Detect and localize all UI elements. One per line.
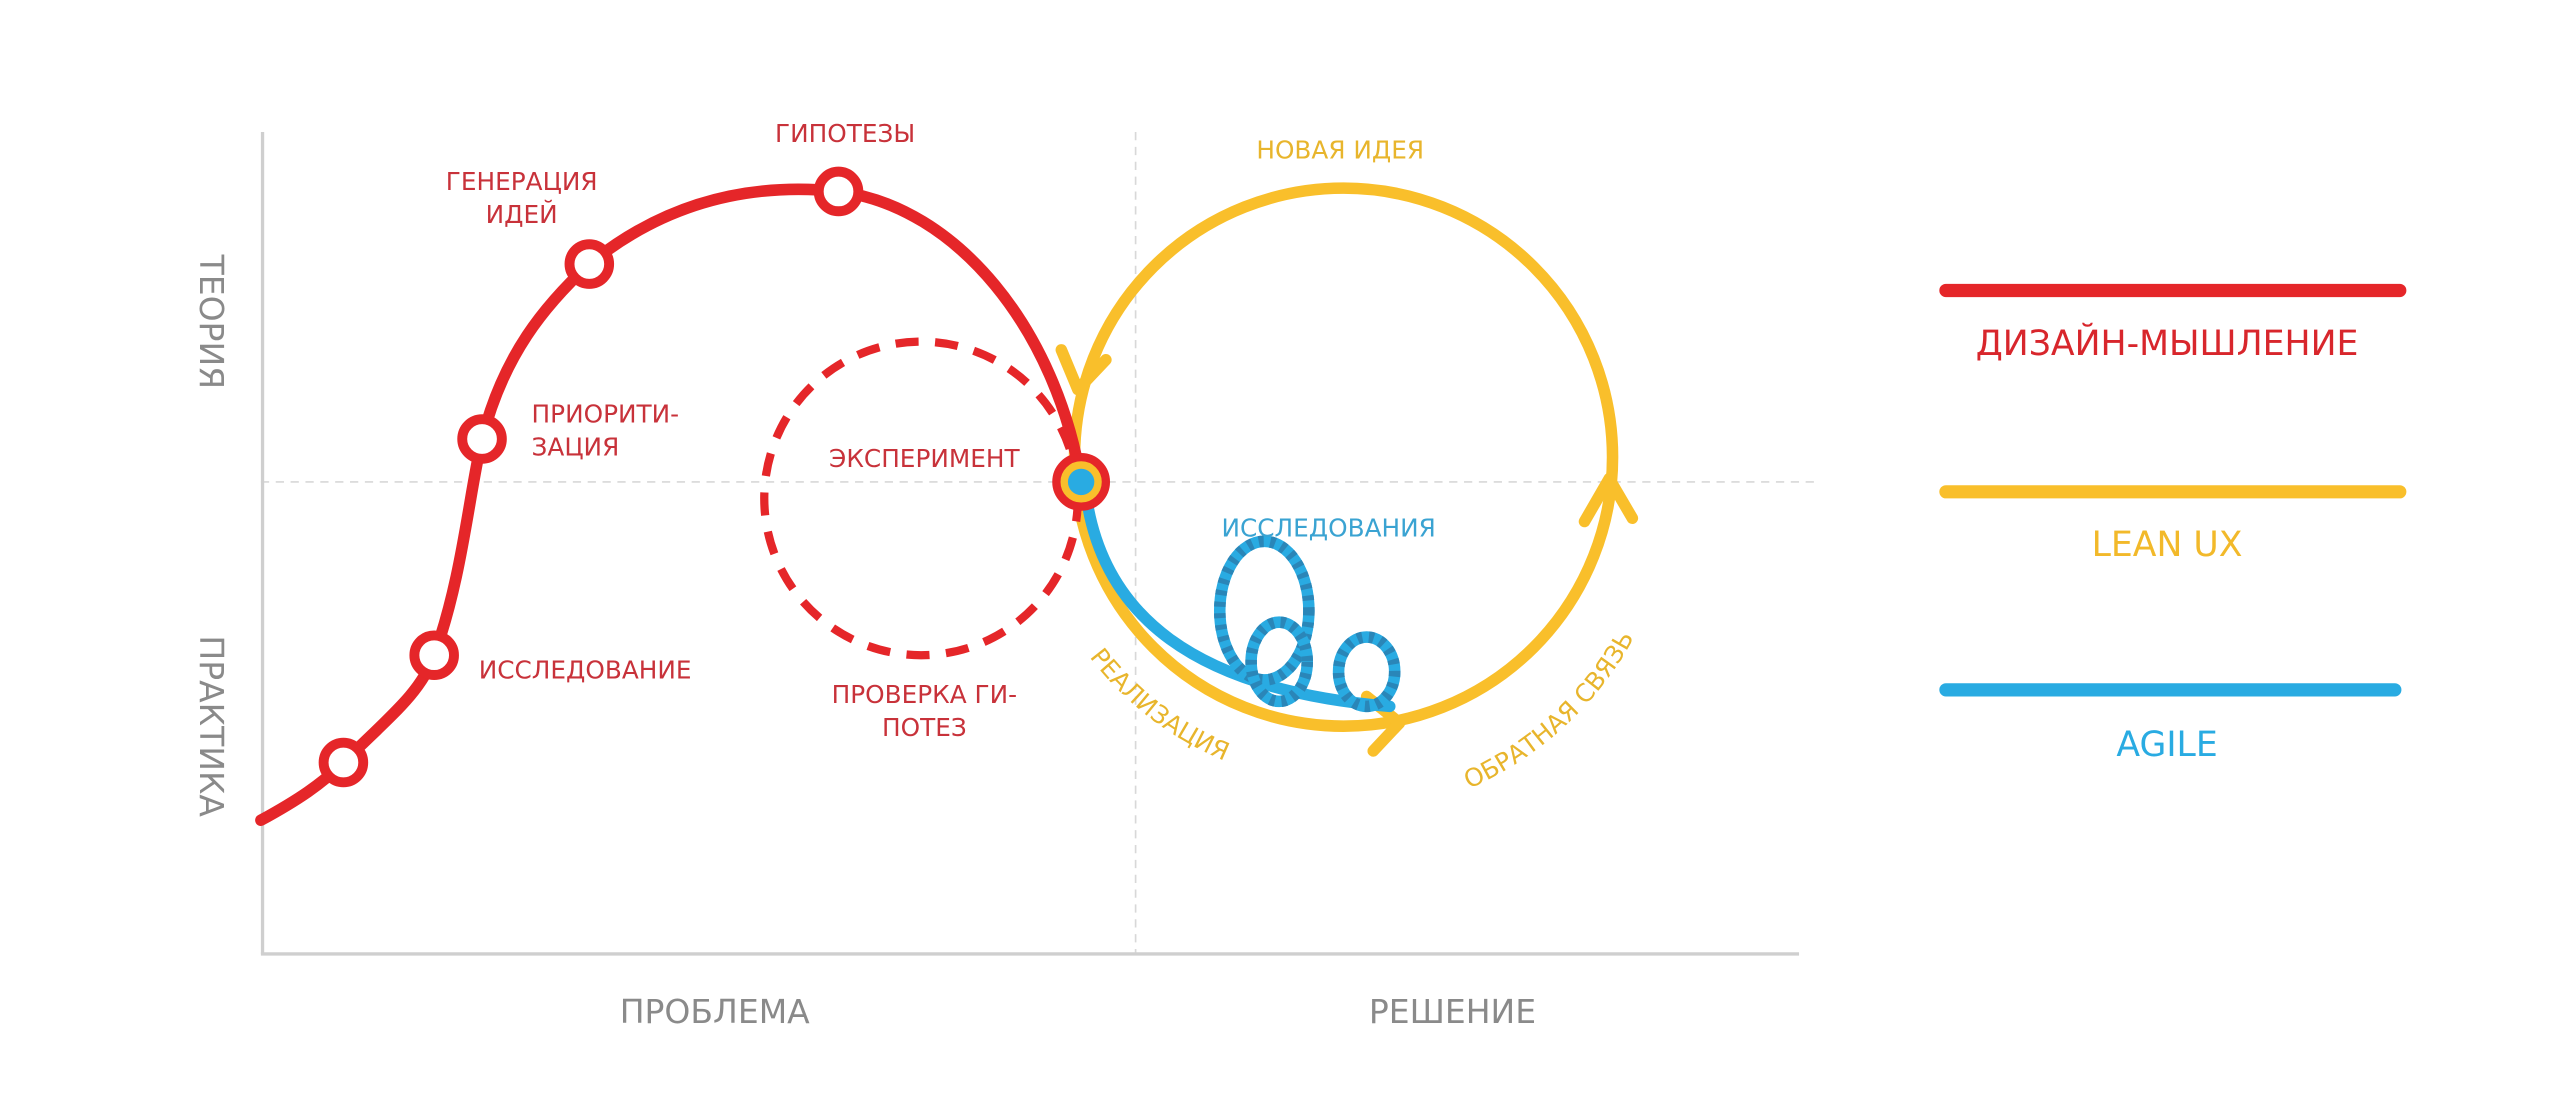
legend-label-agile: AGILE <box>2116 725 2217 765</box>
label-feedback: ОБРАТНАЯ СВЯЗЬ <box>1459 626 1639 795</box>
agile-research-loops <box>1213 535 1401 713</box>
x-axis-label-problem: ПРОБЛЕМА <box>620 992 810 1031</box>
label-prioritization-1: ПРИОРИТИ- <box>532 399 680 428</box>
arrow-down-icon <box>1055 344 1112 396</box>
label-ideation-2: ИДЕЙ <box>486 200 558 229</box>
label-testing-1: ПРОВЕРКА ГИ- <box>832 680 1017 709</box>
label-experiment: ЭКСПЕРИМЕНТ <box>829 444 1020 473</box>
label-testing-2: ПОТЕЗ <box>882 713 967 742</box>
legend: ДИЗАЙН-МЫШЛЕНИЕ LEAN UX AGILE <box>1939 283 2407 765</box>
label-ideation-1: ГЕНЕРАЦИЯ <box>446 167 598 196</box>
intersection-node <box>1052 453 1111 511</box>
node-start <box>318 737 369 788</box>
y-axis-label-practice: ПРАКТИКА <box>192 635 231 817</box>
label-feedback-path: ОБРАТНАЯ СВЯЗЬ <box>1459 626 1639 795</box>
x-axis-label-solution: РЕШЕНИЕ <box>1369 992 1536 1031</box>
label-agile-research: ИССЛЕДОВАНИЯ <box>1221 513 1435 542</box>
design-thinking-curve <box>255 183 1087 827</box>
node-hypotheses <box>813 166 864 217</box>
agile-path <box>1080 489 1396 713</box>
label-prioritization-2: ЗАЦИЯ <box>532 433 620 462</box>
node-prioritization <box>457 414 507 464</box>
design-thinking-nodes <box>318 166 864 788</box>
y-axis-label-theory: ТЕОРИЯ <box>192 254 231 390</box>
node-ideation <box>564 239 615 289</box>
node-research <box>409 630 459 680</box>
legend-label-design-thinking: ДИЗАЙН-МЫШЛЕНИЕ <box>1976 322 2359 364</box>
label-hypotheses: ГИПОТЕЗЫ <box>775 119 915 148</box>
arrow-up-icon <box>1578 472 1639 528</box>
label-research: ИССЛЕДОВАНИЕ <box>479 655 692 684</box>
legend-label-lean-ux: LEAN UX <box>2092 525 2243 565</box>
experiment-cycle <box>760 337 1082 660</box>
label-new-idea: НОВАЯ ИДЕЯ <box>1256 135 1424 164</box>
